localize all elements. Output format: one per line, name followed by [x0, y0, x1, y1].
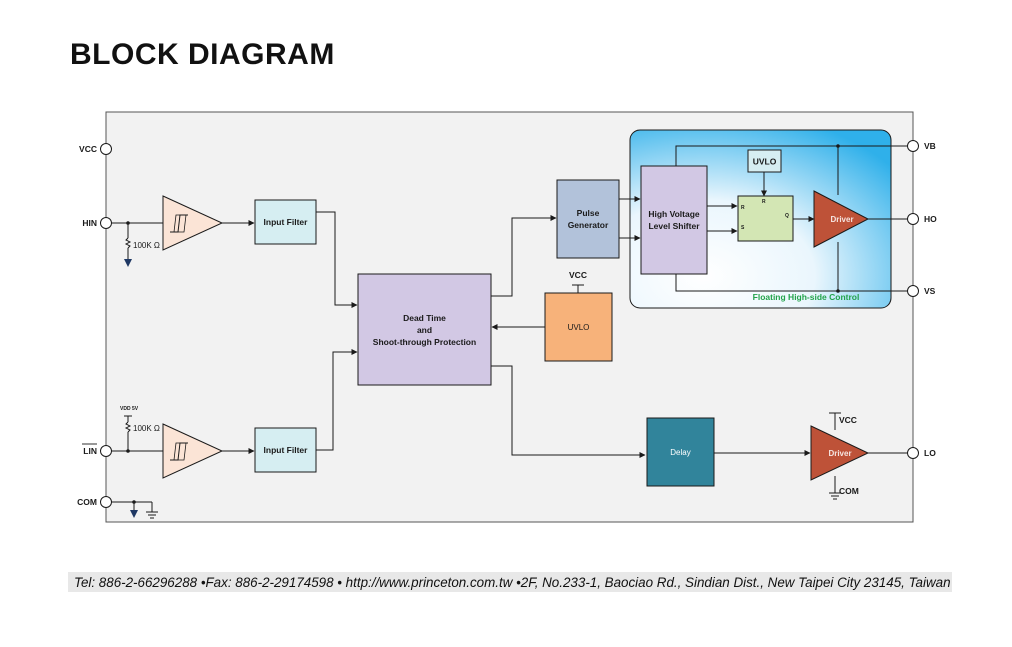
- input-filter-high-label: Input Filter: [264, 217, 309, 227]
- uvlo-main-block: [544, 292, 613, 362]
- footer-contact: Tel: 886-2-66296288 •Fax: 886-2-29174598…: [68, 572, 952, 592]
- delay-label: Delay: [670, 448, 690, 457]
- pin-lin: [100, 445, 112, 457]
- latch-r-label: R: [741, 205, 745, 211]
- resistor-low-label: 100K Ω: [133, 424, 160, 433]
- resistor-high-label: 100K Ω: [133, 241, 160, 250]
- pin-lo-label: LO: [924, 448, 936, 458]
- wires: [111, 144, 907, 519]
- pin-ho-label: HO: [924, 214, 937, 224]
- driver-high-label: Driver: [830, 215, 853, 224]
- hv-level-shifter-label-1: High Voltage: [648, 209, 700, 219]
- delay-block: [646, 417, 715, 487]
- pin-vcc-label: VCC: [79, 144, 97, 154]
- pin-com-label: COM: [77, 497, 97, 507]
- pin-vs-label: VS: [924, 286, 936, 296]
- input-filter-low-block: [254, 427, 317, 473]
- driver-high-triangle: [813, 190, 870, 248]
- uvlo-main-label: UVLO: [568, 323, 590, 332]
- dead-time-label-3: Shoot-through Protection: [373, 337, 476, 347]
- latch-r-top-label: R: [762, 199, 766, 205]
- input-filter-low-label: Input Filter: [264, 445, 309, 455]
- pin-lo: [907, 447, 919, 459]
- floating-region-label: Floating High-side Control: [753, 292, 860, 302]
- driver-low-triangle: [810, 425, 870, 481]
- driver-low-label: Driver: [828, 449, 851, 458]
- driver-low-com-label: COM: [839, 486, 859, 496]
- pin-vb: [907, 140, 919, 152]
- hv-level-shifter-block: [640, 165, 708, 275]
- com-ground-icon: [130, 510, 138, 518]
- pin-ho: [907, 213, 919, 225]
- dead-time-block: [357, 273, 492, 386]
- schmitt-trigger-low: [162, 423, 224, 479]
- uvlo-vcc-label: VCC: [569, 270, 587, 280]
- input-filter-high-block: [254, 199, 317, 245]
- pins: [100, 140, 919, 508]
- pin-vs: [907, 285, 919, 297]
- vdd-5v-label: VDD 5V: [120, 406, 139, 412]
- uvlo-high-block: [747, 149, 782, 173]
- uvlo-high-label: UVLO: [753, 157, 777, 167]
- pin-hin-label: HIN: [82, 218, 97, 228]
- hv-level-shifter-label-2: Level Shifter: [648, 221, 700, 231]
- pulse-generator-label-1: Pulse: [577, 208, 600, 218]
- pulse-generator-block: [556, 179, 620, 259]
- pin-vcc: [100, 143, 112, 155]
- pulse-generator-label-2: Generator: [568, 220, 609, 230]
- page-title: BLOCK DIAGRAM: [70, 38, 335, 71]
- pin-hin: [100, 217, 112, 229]
- driver-low-vcc-label: VCC: [839, 415, 857, 425]
- latch-q-label: Q: [785, 213, 789, 219]
- pin-lin-label: LIN: [83, 446, 97, 456]
- schmitt-trigger-high: [162, 195, 224, 251]
- block-diagram: Floating High-side Control: [77, 111, 937, 523]
- pin-vb-label: VB: [924, 141, 936, 151]
- latch-s-label: S: [741, 225, 745, 231]
- dead-time-label-1: Dead Time: [403, 313, 446, 323]
- dead-time-label-2: and: [417, 325, 432, 335]
- pin-com: [100, 496, 112, 508]
- rs-latch-block: [737, 195, 794, 242]
- hin-ground-icon: [124, 259, 132, 267]
